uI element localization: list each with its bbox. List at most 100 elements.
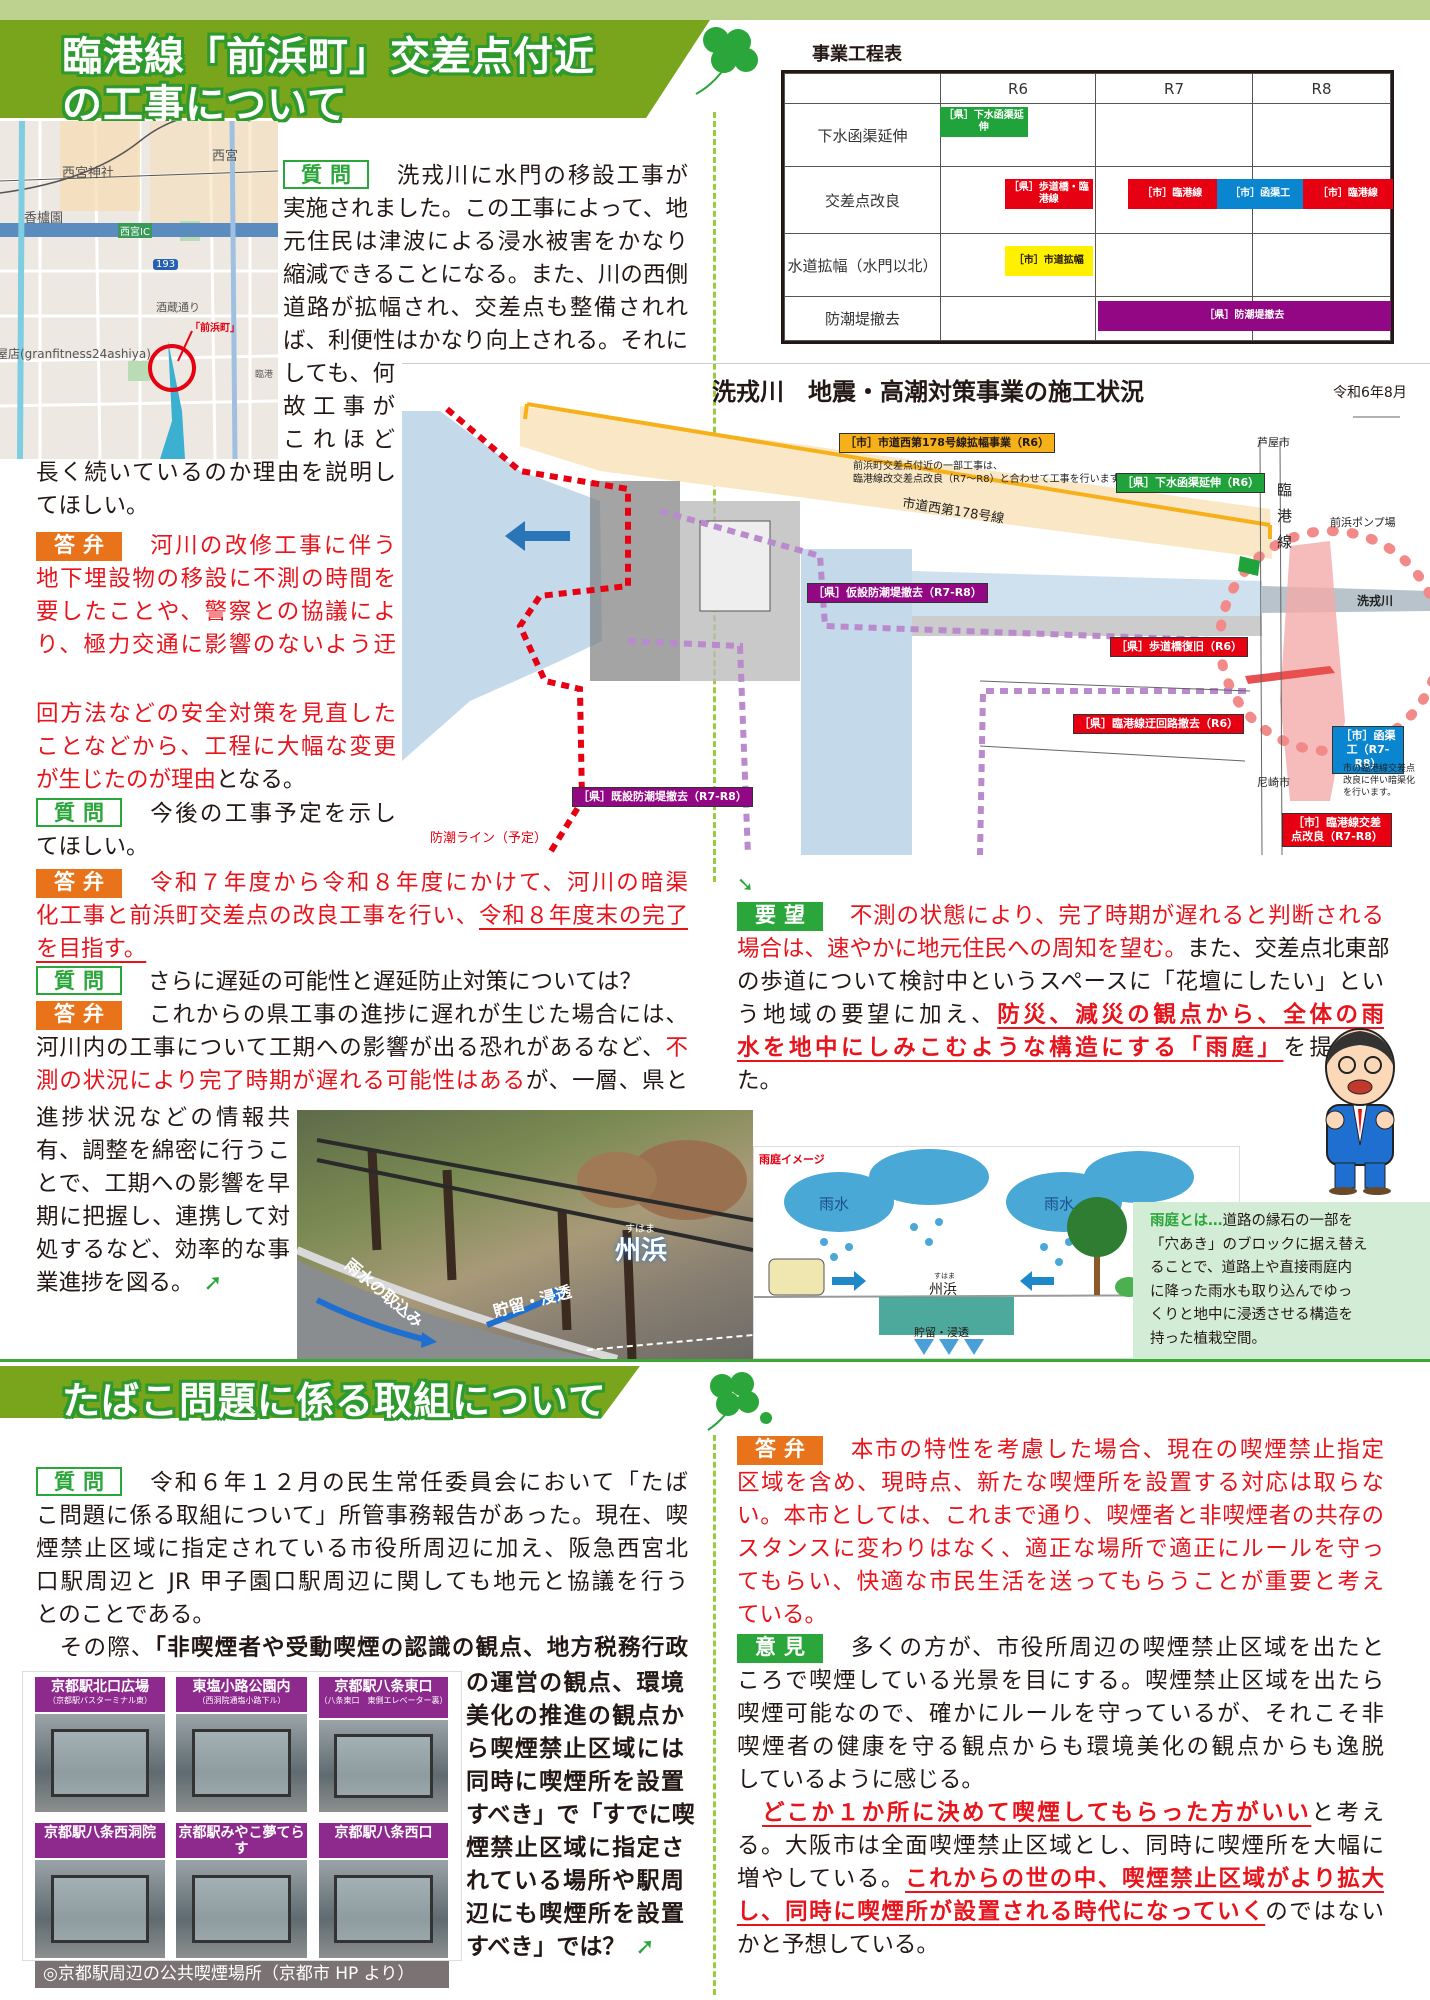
map-label: 臨港	[255, 370, 274, 380]
intersection-label: ［市］臨港線交差点改良（R7-R8）	[1282, 813, 1392, 847]
text-line: 道路が拡幅され、交差点も整備されれ	[283, 292, 688, 325]
text-segment: り、極力交通に影響のないよう迂	[36, 632, 396, 658]
top-band	[0, 0, 1430, 20]
text-segment: これからの世の中、喫煙禁止区域がより拡大	[905, 1866, 1384, 1892]
cloud-label: 雨水	[819, 1195, 850, 1213]
map-label: 西宮神社	[62, 166, 115, 181]
map-label: 「前浜町」	[190, 323, 240, 334]
answer-1-cont: 回方法などの安全対策を見直したことなどから、工程に大幅な変更が生じたのが理由とな…	[36, 698, 396, 797]
year-header: R7	[1095, 73, 1253, 104]
smoking-area-name: 東塩小路公園内	[192, 1679, 291, 1695]
text-line: う地域の要望に加え、防災、減災の観点から、全体の雨	[737, 999, 1384, 1032]
arrow-icon: ➚	[635, 1934, 655, 1960]
answer-label: 答弁	[36, 1001, 122, 1030]
answer-label: 答弁	[36, 869, 122, 898]
text-segment: 令和７年度から令和８年度にかけて、河川の暗渠	[148, 870, 688, 896]
text-segment: これほど	[283, 427, 395, 453]
text-line: 長く続いているのか理由を説明し	[36, 457, 396, 490]
suhama-ruby: すはま	[934, 1272, 955, 1280]
smoking-area-name: 京都駅北口広場	[51, 1679, 149, 1695]
answer-label: 答弁	[36, 532, 122, 561]
amagasaki-label: 尼崎市	[1257, 776, 1290, 789]
text-line: 喫煙可能なので、確かにルールを守っているが、それこそ非	[737, 1698, 1384, 1731]
schedule-table: R6 R7 R8 下水函渠延伸 交差点改良 水道拡幅（水門以北） 防潮堤撤去	[781, 70, 1394, 344]
councilor-illustration	[1325, 1028, 1395, 1195]
culvert-note: を行います。	[1343, 788, 1397, 798]
text-segment: すべき」で「すでに喫	[466, 1802, 695, 1828]
smoking-area-name: 京都駅八条西洞院	[44, 1825, 156, 1841]
text-line: とのことである。	[36, 1599, 688, 1632]
detour-label: ［県］臨港線迂回路撤去（R6）	[1073, 714, 1245, 734]
text-line: 答弁本市の特性を考慮した場合、現在の喫煙禁止指定	[737, 1434, 1384, 1467]
text-line: かと予想している。	[737, 1929, 1384, 1962]
text-segment: てほしい。	[36, 834, 149, 860]
text-line: 喫煙者の健康を守る観点からも環境美化の観点からも逸脱	[737, 1731, 1384, 1764]
text-line: 水を地中にしみこむような構造にする「雨庭」を提案し	[737, 1032, 1384, 1065]
text-line: 測の状況により完了時期が遅れる可能性はあるが、一層、県と	[36, 1065, 688, 1098]
road-project-label: ［市］市道西第178号線拡幅事業（R6）	[839, 433, 1056, 453]
smoking-area-name: 京都駅みやこ夢てらす	[178, 1825, 305, 1857]
text-segment: また、交差点北東部	[1187, 936, 1390, 962]
text-segment: ば、利便性はかなり向上される。それに	[283, 328, 689, 354]
text-segment: 実施されました。この工事によって、地	[283, 196, 688, 222]
map-label: 西宮IC	[118, 223, 152, 238]
smoking-area-label: 京都駅八条西洞院	[35, 1823, 165, 1858]
section1-banner	[0, 20, 710, 118]
text-segment: てもらい、快適な市民生活を送ってもらうことが重要と考え	[737, 1569, 1384, 1595]
sewer-label: ［県］下水函渠延伸（R6）	[1116, 473, 1266, 493]
smoking-area-photo	[176, 1860, 307, 1958]
question-2: 質問今後の工事予定を示してほしい。	[36, 798, 396, 864]
section1-title-line1: 臨港線「前浜町」交差点付近	[62, 34, 595, 80]
photos-caption: ◎京都駅周辺の公共喫煙場所（京都市 HP より）	[35, 1961, 449, 1988]
raingarden-definition: 雨庭とは…道路の縁石の一部を 「穴あき」のブロックに据え替え ることで、道路上や…	[1133, 1202, 1430, 1359]
row-label: 防潮堤撤去	[784, 296, 941, 341]
text-line: 地下埋設物の移設に不測の時間を	[36, 563, 396, 596]
text-line: 故工事が	[283, 391, 395, 424]
text-segment: 美化の推進の観点か	[466, 1703, 684, 1729]
section2-title: たばこ問題に係る取組について	[62, 1379, 607, 1423]
river-label: 洗戎川	[1357, 594, 1394, 608]
text-segment: 道路が拡幅され、交差点も整備されれ	[283, 295, 688, 321]
text-line: 場合は、速やかに地元住民への周知を望む。また、交差点北東部	[737, 933, 1390, 966]
text-segment: 地下埋設物の移設に不測の時間を	[36, 566, 396, 592]
text-line: とで、工期への影響を早	[36, 1168, 290, 1201]
text-line: 答弁これからの県工事の進捗に遅れが生じた場合には、	[36, 999, 688, 1032]
site-map: 洗戎川 地震・高潮対策事業の施工状況 令和6年8月 ［市］市道西第178号線拡幅…	[402, 363, 1430, 855]
text-segment: 元住民は津波による浸水被害をかなり	[283, 229, 688, 255]
raingarden-photo: 雨水の取込み 貯留・浸透 すはま 州浜	[297, 1110, 753, 1359]
schedule-bar: ［市］市道拡幅	[1004, 245, 1093, 276]
footbridge-label: ［県］歩道橋復旧（R6）	[1110, 637, 1249, 657]
pump-label: 前浜ポンプ場	[1330, 516, 1396, 529]
text-segment: とのことである。	[36, 1602, 215, 1628]
text-segment: 河川の改修工事に伴う	[148, 533, 396, 559]
text-segment	[737, 1800, 762, 1826]
text-segment: 要したことや、警察との協議によ	[36, 599, 396, 625]
text-segment: 回方法などの安全対策を見直した	[36, 701, 396, 727]
culvert-note: 改良に伴い暗渠化	[1343, 776, 1416, 786]
raingarden-diagram-title: 雨庭イメージ	[759, 1153, 825, 1166]
text-segment: 水を地中にしみこむような構造にする「雨庭」	[737, 1035, 1284, 1061]
text-segment: る。大阪市は全面喫煙禁止区域とし、同時に喫煙所を大幅に	[737, 1833, 1384, 1859]
answer-1: 答弁河川の改修工事に伴う地下埋設物の移設に不測の時間を要したことや、警察との協議…	[36, 530, 396, 662]
text-line: 辺にも喫煙所を設置	[466, 1898, 684, 1931]
text-segment: ことなどから、工程に大幅な変更	[36, 734, 396, 760]
text-line: 要望不測の状態により、完了時期が遅れると判断される	[737, 900, 1384, 933]
text-segment: かと予想している。	[737, 1932, 939, 1958]
smoking-area-photo	[35, 1860, 165, 1958]
smoking-area-photo	[319, 1860, 448, 1958]
text-segment: すべき」では？	[466, 1934, 626, 1960]
text-line: が生じたのが理由となる。	[36, 764, 396, 797]
definition-term: 雨庭とは…	[1150, 1213, 1223, 1229]
text-segment: となる。	[216, 767, 306, 793]
text-segment: い。本市としては、これまで通り、喫煙者と非喫煙者の共存の	[737, 1503, 1384, 1529]
section-divider	[0, 1359, 1430, 1362]
definition-line: 持った植栽空間。	[1150, 1330, 1266, 1347]
text-segment: う地域の要望に加え、	[737, 1002, 998, 1028]
arrow-icon: ➘	[737, 872, 754, 896]
row-label: 水道拡幅（水門以北）	[784, 233, 941, 297]
definition-line: ることで、道路上や直接雨庭内	[1150, 1260, 1352, 1276]
text-line: い。本市としては、これまで通り、喫煙者と非喫煙者の共存の	[737, 1500, 1384, 1533]
text-line: 要したことや、警察との協議によ	[36, 596, 396, 629]
question-1-cont: 長く続いているのか理由を説明してほしい。	[36, 457, 396, 523]
text-line: 美化の推進の観点か	[466, 1700, 684, 1733]
